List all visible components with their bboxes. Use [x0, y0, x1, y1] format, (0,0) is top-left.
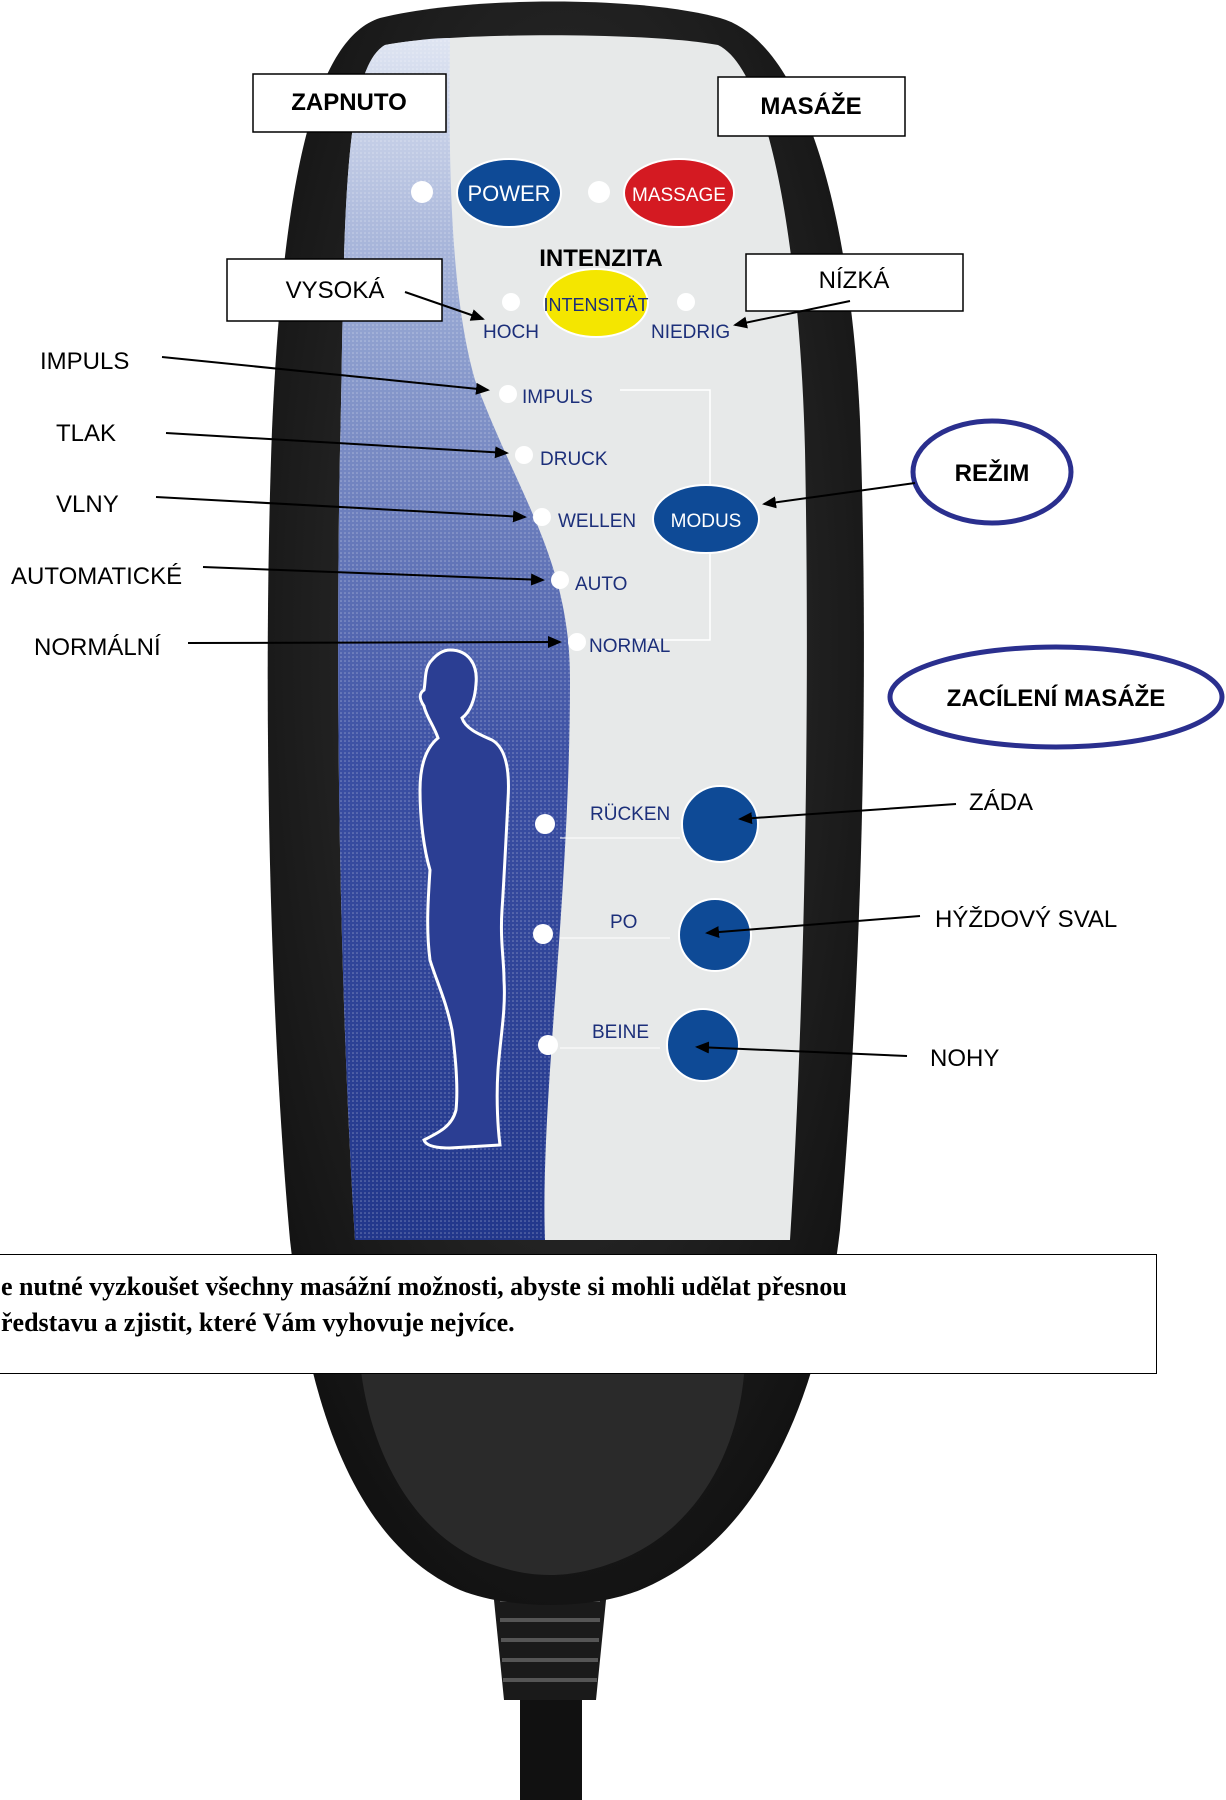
modus-button[interactable]: MODUS [653, 485, 759, 553]
mode-label-auto: AUTO [575, 574, 627, 595]
mode-label-normal: NORMAL [589, 636, 670, 657]
zone-label-beine: BEINE [592, 1022, 649, 1043]
callout-hyzdovy-sval: HÝŽDOVÝ SVAL [935, 906, 1117, 933]
callout-vlny: VLNY [56, 491, 119, 518]
note-box: e nutné vyzkoušet všechny masážní možnos… [0, 1254, 1157, 1374]
callout-automaticke: AUTOMATICKÉ [11, 563, 182, 590]
power-button[interactable]: POWER [457, 159, 561, 227]
callout-rezim: REŽIM [955, 459, 1030, 487]
callout-oval-rezim: REŽIM [913, 421, 1071, 523]
callout-box-vysoka: VYSOKÁ [227, 259, 442, 321]
modus-button-label: MODUS [671, 511, 742, 532]
callout-box-zapnuto: ZAPNUTO [253, 74, 446, 132]
niedrig-label: NIEDRIG [651, 322, 730, 343]
massage-button[interactable]: MASSAGE [624, 159, 734, 227]
arrow-normalni [188, 642, 560, 643]
buttock-zone-button[interactable] [679, 899, 751, 971]
callout-intenzita: INTENZITA [539, 245, 663, 272]
mode-label-wellen: WELLEN [558, 511, 636, 532]
power-button-label: POWER [467, 181, 550, 206]
callout-oval-zacileni: ZACÍLENÍ MASÁŽE [890, 647, 1222, 747]
zone-label-po: PO [610, 912, 637, 933]
callout-zapnuto: ZAPNUTO [291, 89, 407, 116]
callout-vysoka: VYSOKÁ [286, 277, 385, 304]
legs-zone-button[interactable] [667, 1009, 739, 1081]
callout-tlak: TLAK [56, 420, 116, 447]
intensity-button[interactable]: INTENSITÄT [543, 269, 648, 337]
note-line-2: ředstavu a zjistit, které Vám vyhovuje n… [1, 1305, 1156, 1341]
mode-label-impuls: IMPULS [522, 387, 593, 408]
callout-normalni: NORMÁLNÍ [34, 634, 161, 661]
callout-zada: ZÁDA [969, 789, 1033, 816]
callout-box-nizka: NÍZKÁ [746, 254, 963, 311]
callout-box-masaze: MASÁŽE [718, 77, 905, 136]
callout-masaze: MASÁŽE [760, 92, 861, 120]
massage-button-label: MASSAGE [632, 185, 726, 206]
hoch-label: HOCH [483, 322, 539, 343]
mode-label-druck: DRUCK [540, 449, 608, 470]
note-line-1: e nutné vyzkoušet všechny masážní možnos… [1, 1269, 1156, 1305]
callout-nohy: NOHY [930, 1045, 999, 1072]
callout-zacileni: ZACÍLENÍ MASÁŽE [947, 684, 1166, 712]
callout-impuls: IMPULS [40, 348, 129, 375]
callout-nizka: NÍZKÁ [819, 267, 890, 294]
intensity-button-label: INTENSITÄT [543, 295, 648, 315]
zone-label-rucken: RÜCKEN [590, 804, 670, 825]
back-zone-button[interactable] [682, 786, 758, 862]
